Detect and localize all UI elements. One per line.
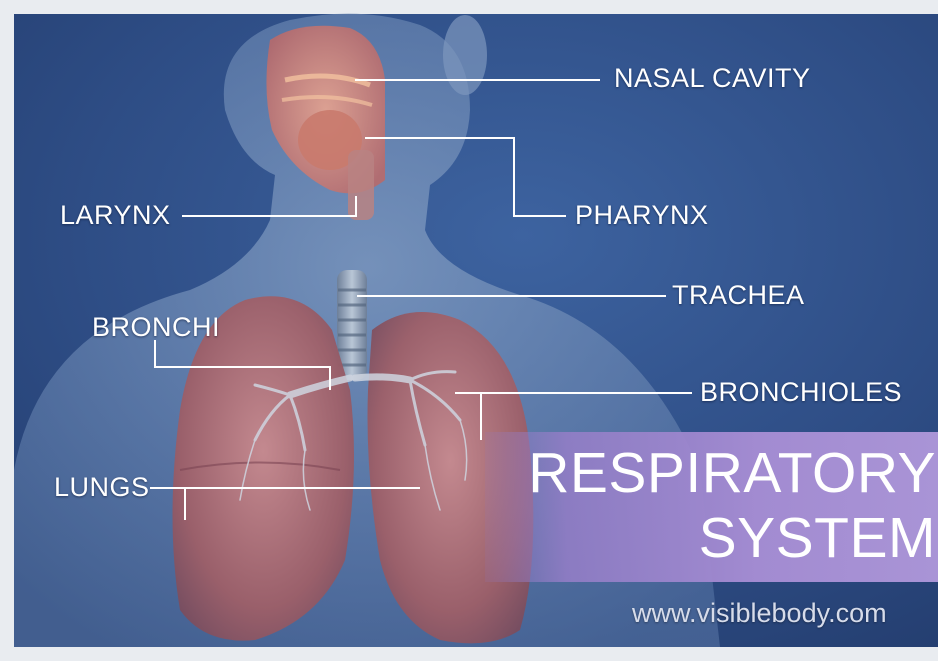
label-bronchioles: BRONCHIOLES xyxy=(700,377,902,408)
title-line-2: SYSTEM xyxy=(699,505,936,571)
left-lung-shape xyxy=(173,296,355,640)
larynx-shape xyxy=(348,150,374,220)
label-pharynx: PHARYNX xyxy=(575,200,709,231)
source-url: www.visiblebody.com xyxy=(632,598,887,629)
title-line-1: RESPIRATORY xyxy=(528,440,936,506)
label-lungs: LUNGS xyxy=(54,472,150,503)
label-bronchi: BRONCHI xyxy=(92,312,220,343)
label-nasal-cavity: NASAL CAVITY xyxy=(614,63,811,94)
label-trachea: TRACHEA xyxy=(672,280,805,311)
label-larynx: LARYNX xyxy=(60,200,171,231)
